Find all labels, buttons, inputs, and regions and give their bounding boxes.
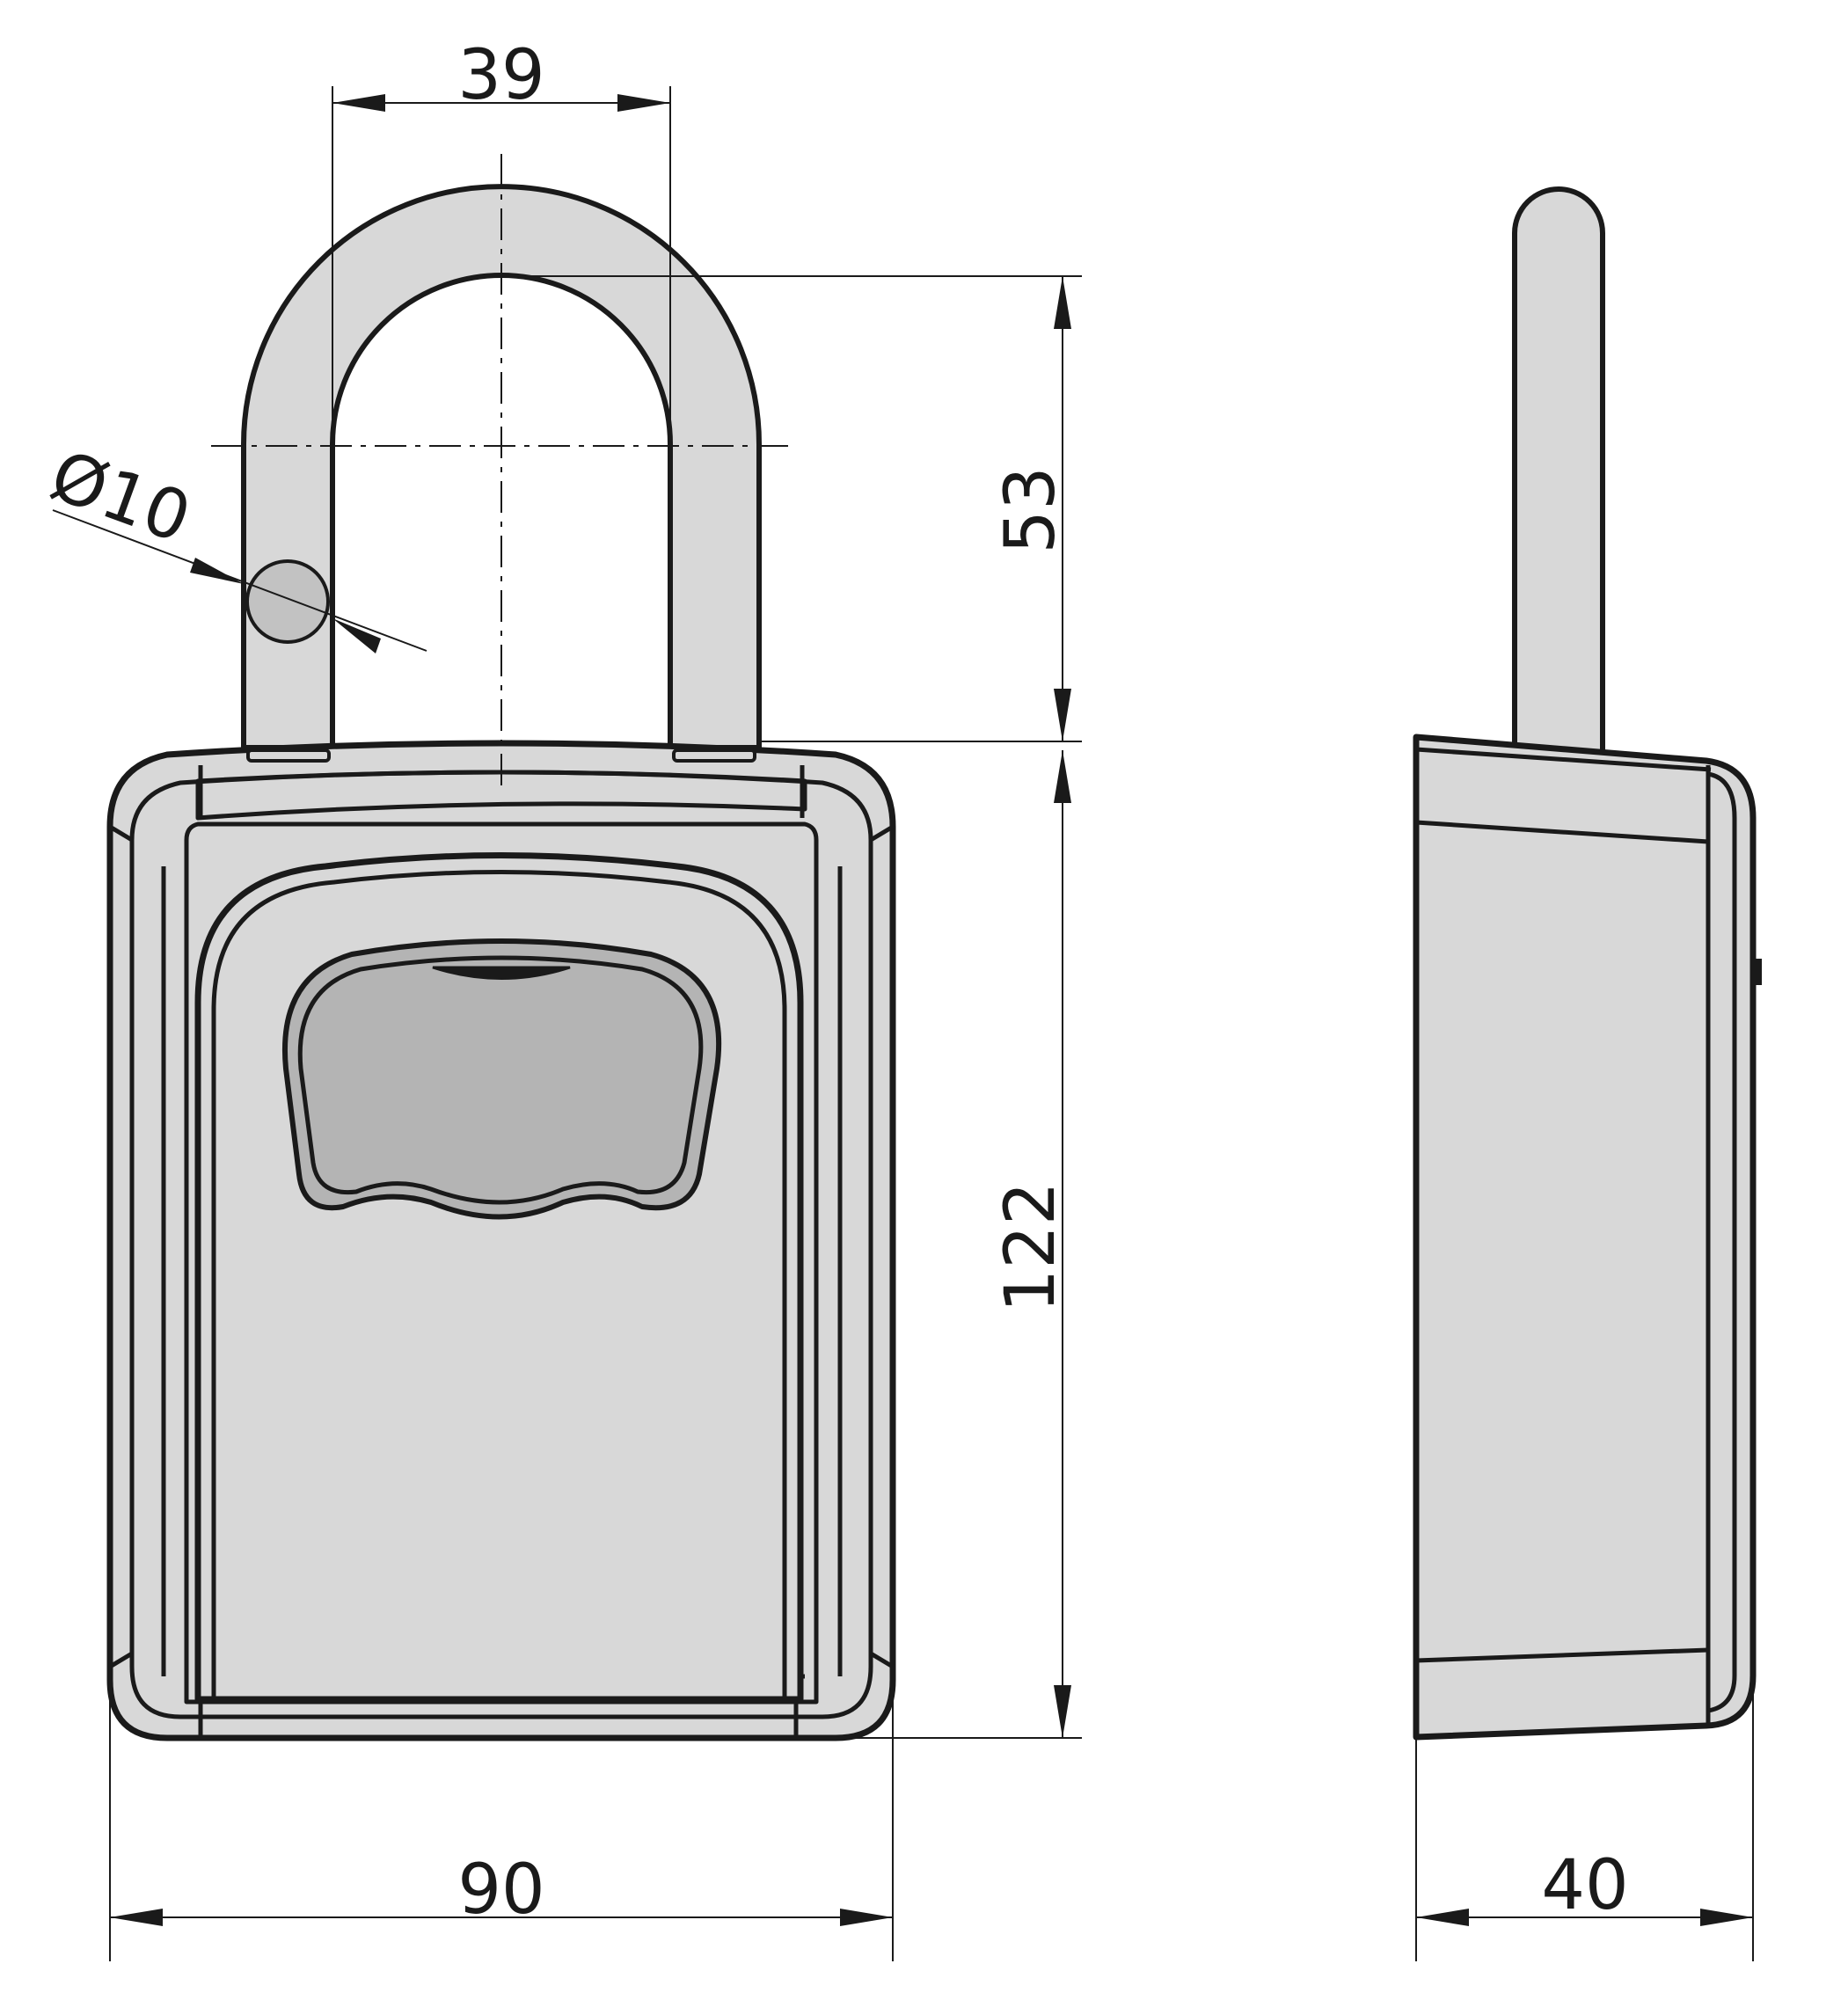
dimension-body-height bbox=[843, 750, 1082, 1739]
shackle-front bbox=[241, 184, 762, 750]
dial-window-outer bbox=[282, 938, 722, 1220]
left-corner-joint-bottom bbox=[108, 1651, 134, 1669]
side-top-band-line bbox=[1415, 820, 1709, 844]
dimension-label-body-depth: 40 bbox=[1541, 1846, 1628, 1925]
side-latch-button bbox=[1753, 959, 1762, 985]
dimension-label-shackle-width: 39 bbox=[457, 36, 544, 115]
dimension-shackle-width bbox=[332, 86, 671, 493]
top-cap-band bbox=[195, 770, 807, 821]
door-recess-inner bbox=[211, 870, 787, 1699]
left-corner-joint-top bbox=[108, 824, 134, 843]
shackle-side bbox=[1512, 186, 1605, 759]
dimension-body-depth bbox=[1415, 1671, 1754, 1961]
front-view bbox=[106, 184, 896, 1741]
side-view bbox=[1413, 186, 1762, 1741]
side-top-joint bbox=[1415, 747, 1712, 772]
dimension-shackle-height bbox=[501, 275, 1082, 742]
dimension-label-shackle-height: 53 bbox=[991, 466, 1070, 553]
shackle-section-circle bbox=[245, 559, 330, 644]
lock-body-side bbox=[1413, 734, 1757, 1741]
dial-window-notch bbox=[432, 966, 571, 980]
right-corner-joint-top bbox=[869, 824, 895, 843]
dimension-label-shackle-diameter: Ø10 bbox=[40, 436, 201, 559]
shackle-foot-left bbox=[246, 748, 331, 763]
dimension-body-width bbox=[109, 1671, 894, 1961]
dial-window-inner bbox=[297, 955, 704, 1205]
right-corner-joint-bottom bbox=[869, 1651, 895, 1669]
lock-front-panel bbox=[184, 821, 819, 1705]
side-bottom-band-line bbox=[1415, 1647, 1709, 1663]
dimension-shackle-diameter bbox=[52, 509, 427, 653]
shackle-foot-right bbox=[672, 748, 756, 763]
dimension-label-body-width: 90 bbox=[457, 1851, 544, 1930]
dimension-label-body-height: 122 bbox=[991, 1182, 1070, 1313]
side-back-bevel bbox=[1707, 771, 1737, 1713]
